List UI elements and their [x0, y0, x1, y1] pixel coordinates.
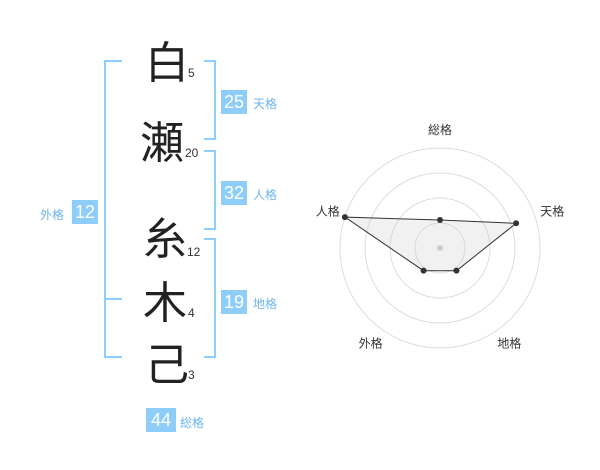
radar-data-polygon [343, 216, 518, 272]
radar-axis-label-0: 総格 [428, 122, 452, 137]
name-char-5: 己 [145, 340, 189, 391]
radar-point-3 [420, 267, 427, 274]
jinkaku-value: 32 [221, 181, 247, 205]
chikaku-bracket [204, 238, 216, 358]
tenkaku-label: 天格 [253, 97, 278, 111]
radar-axis-label-1: 天格 [540, 204, 564, 219]
stroke-count-1: 5 [188, 66, 195, 80]
radar-axis-label-4: 人格 [316, 204, 340, 219]
radar-axis-label-2: 地格 [497, 335, 521, 350]
soukaku-label: 総格 [180, 416, 205, 430]
radar-grid [339, 147, 541, 349]
stroke-count-2: 20 [185, 146, 199, 160]
name-char-2: 瀬 [140, 118, 184, 169]
radar-ring-3 [364, 172, 516, 324]
jinkaku-label: 人格 [253, 188, 278, 202]
soukaku-value: 44 [146, 408, 176, 432]
chikaku-label: 地格 [253, 297, 278, 311]
name-char-3: 糸 [143, 214, 187, 265]
radar-point-4 [341, 214, 348, 221]
tenkaku-bracket [204, 60, 216, 140]
radar-point-1 [513, 220, 520, 227]
radar-points [341, 214, 520, 274]
chikaku-value: 19 [221, 290, 247, 314]
name-char-4: 木 [143, 278, 187, 329]
gaikaku-inner-tick [104, 298, 122, 300]
radar-ring-4 [339, 147, 541, 349]
stroke-count-3: 12 [187, 245, 201, 259]
gaikaku-label: 外格 [40, 208, 65, 222]
name-char-1: 白 [145, 38, 189, 89]
radar-point-2 [453, 267, 460, 274]
stroke-count-5: 3 [188, 368, 195, 382]
stroke-count-4: 4 [188, 306, 195, 320]
tenkaku-value: 25 [221, 90, 247, 114]
jinkaku-bracket [204, 150, 216, 230]
radar-axis-label-3: 外格 [359, 335, 383, 350]
gaikaku-bracket [104, 60, 122, 358]
radar-point-0 [437, 217, 443, 223]
radar-center-dot [437, 245, 443, 251]
gaikaku-value: 12 [72, 200, 98, 224]
